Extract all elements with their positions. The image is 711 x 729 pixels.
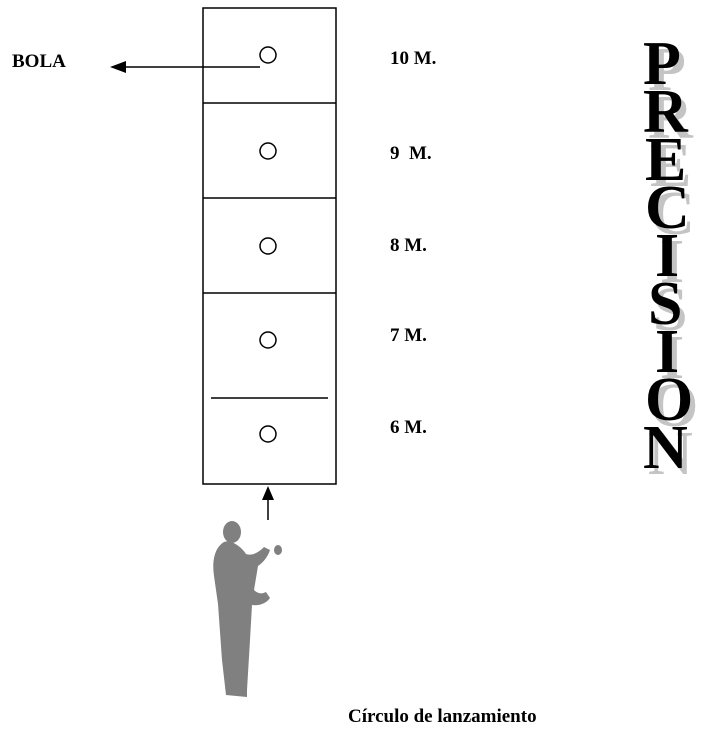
title-letter: R	[643, 78, 688, 146]
target-circle-9m	[259, 142, 277, 160]
lane-outline	[202, 7, 337, 485]
title-letter: E	[645, 126, 687, 194]
distance-label-6m: 6 M.	[390, 417, 427, 438]
target-circle-10m	[259, 46, 277, 64]
distance-label-7m: 7 M.	[390, 325, 427, 346]
target-circle-6m	[259, 425, 277, 443]
title-letter: I	[655, 222, 680, 290]
ball-label: BOLA	[12, 51, 66, 72]
target-circle-8m	[259, 237, 277, 255]
target-circle-7m	[259, 331, 277, 349]
title-letter: I	[655, 318, 680, 386]
title-letter: N	[643, 414, 688, 482]
distance-label-8m: 8 M.	[390, 235, 427, 256]
title-letter: P	[643, 30, 681, 98]
throw-direction-arrowhead	[262, 486, 274, 500]
thrower-silhouette-icon	[213, 521, 282, 697]
title-letter: S	[648, 270, 683, 338]
ball-pointer-arrowhead	[110, 61, 126, 73]
title-letter: C	[645, 174, 690, 242]
throw-circle-label: Círculo de lanzamiento	[348, 706, 537, 727]
distance-label-10m: 10 M.	[390, 48, 437, 69]
distance-label-9m: 9 M.	[390, 143, 432, 164]
title-letter: O	[645, 366, 694, 434]
